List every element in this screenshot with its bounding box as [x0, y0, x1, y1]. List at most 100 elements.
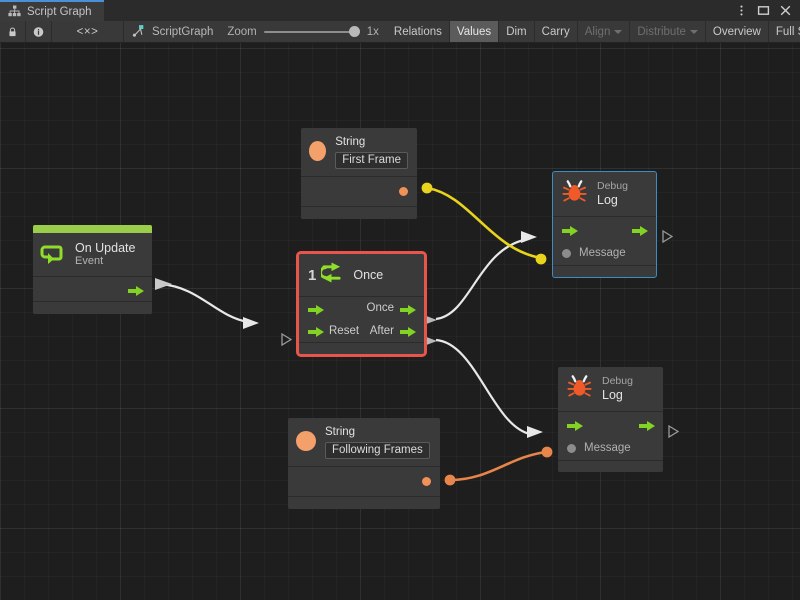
string-value-input[interactable]: Following Frames	[325, 441, 430, 459]
toolbar-button-overview-label: Overview	[712, 25, 761, 38]
port-row-flow[interactable]	[558, 412, 663, 436]
edge-source-dot	[444, 474, 456, 486]
toolbar-button-dim-label: Dim	[506, 25, 527, 38]
port-row-output-data[interactable]	[288, 467, 440, 496]
edge-target-arrow	[527, 426, 543, 438]
flow-output-arrow-icon[interactable]	[128, 284, 144, 296]
port-label-after: After	[369, 324, 394, 337]
once-cycle-icon	[319, 261, 342, 289]
port-row-message[interactable]: Message	[558, 436, 663, 460]
input-reset-group[interactable]: Reset	[308, 325, 359, 337]
edge-string-to-debuglog-top-message	[426, 186, 542, 260]
port-row-flow[interactable]	[553, 217, 656, 241]
breadcrumb[interactable]: ScriptGraph	[124, 21, 223, 42]
node-header: String First Frame	[301, 128, 417, 176]
connection-layer	[155, 182, 553, 486]
edge-string-to-debuglog-bottom-message	[449, 450, 548, 482]
edge-source-arrow	[155, 278, 172, 290]
node-title-group: String First Frame	[335, 136, 408, 169]
flow-input-arrow-icon[interactable]	[567, 419, 583, 431]
node-string-following-frames[interactable]: String Following Frames	[288, 418, 440, 509]
output-once-group[interactable]: Once	[367, 302, 416, 315]
unconnected-output-triangle-bottom[interactable]	[668, 425, 679, 438]
node-footer	[558, 460, 663, 472]
zoom-slider-knob[interactable]	[348, 26, 360, 37]
node-title: String	[335, 136, 366, 148]
edge-source-arrow	[421, 314, 437, 326]
toolbar-button-relations-label: Relations	[393, 25, 442, 38]
flow-input-arrow-icon[interactable]	[308, 325, 324, 337]
node-header: 1 Once	[299, 254, 424, 296]
toolbar-button-full-screen[interactable]: Full Screen	[769, 21, 800, 42]
node-debug-log-top[interactable]: Debug Log	[552, 171, 657, 278]
port-row-reset-after[interactable]: Reset After	[299, 319, 424, 342]
node-title: Log	[602, 387, 623, 402]
lock-icon	[9, 27, 16, 36]
edge-once-to-debuglog-top	[435, 238, 525, 321]
flow-output-arrow-icon[interactable]	[632, 224, 648, 236]
data-input-port-dot[interactable]	[567, 443, 576, 453]
node-body	[301, 175, 417, 206]
tab-script-graph[interactable]: Script Graph	[0, 0, 104, 21]
node-debug-log-bottom[interactable]: Debug Log	[558, 367, 663, 472]
port-label-reset: Reset	[329, 324, 360, 337]
toolbar-button-align[interactable]: Align	[578, 21, 631, 42]
node-footer	[299, 342, 424, 354]
zoom-slider[interactable]	[263, 26, 360, 38]
node-string-first-frame[interactable]: String First Frame	[301, 128, 417, 219]
data-output-port-dot[interactable]	[399, 186, 408, 196]
data-input-port-dot[interactable]	[562, 248, 571, 258]
close-icon[interactable]	[779, 4, 792, 17]
toolbar-button-full-screen-label: Full Screen	[775, 25, 800, 38]
code-view-button[interactable]: <×>	[52, 21, 124, 42]
debug-bug-icon	[561, 178, 588, 210]
string-value-input[interactable]: First Frame	[335, 151, 408, 169]
maximize-icon[interactable]	[757, 4, 770, 17]
code-brackets-icon: <×>	[76, 25, 99, 38]
lock-button[interactable]	[0, 21, 26, 42]
toolbar-button-distribute-label: Distribute	[637, 25, 686, 38]
node-title: Once	[353, 268, 384, 282]
toolbar-button-distribute[interactable]: Distribute	[630, 21, 706, 42]
toolbar-button-values[interactable]: Values	[449, 21, 500, 42]
unconnected-input-triangle-reset[interactable]	[281, 333, 292, 346]
node-once[interactable]: 1 Once	[296, 251, 427, 357]
node-body: Message	[558, 411, 663, 460]
toolbar-button-overview[interactable]: Overview	[706, 21, 769, 42]
graph-canvas[interactable]: On Update Event	[0, 43, 800, 600]
kebab-menu-icon[interactable]	[735, 4, 748, 17]
toolbar-button-relations[interactable]: Relations	[387, 21, 450, 42]
port-row-output-data[interactable]	[301, 177, 417, 206]
event-accent-bar	[33, 225, 152, 233]
toolbar-button-carry[interactable]: Carry	[535, 21, 578, 42]
flow-input-arrow-icon[interactable]	[562, 224, 578, 236]
flow-input-arrow-icon[interactable]	[308, 303, 324, 315]
chevron-down-icon	[614, 29, 623, 34]
node-body	[288, 465, 440, 496]
port-row-message[interactable]: Message	[553, 241, 656, 265]
window-controls	[735, 0, 796, 21]
graph-toolbar: <×> ScriptGraph Zoom 1x Relat	[0, 21, 800, 43]
flow-output-arrow-icon[interactable]	[639, 419, 655, 431]
port-row-output-flow[interactable]	[33, 277, 152, 301]
toolbar-button-dim[interactable]: Dim	[499, 21, 535, 42]
data-output-port-dot[interactable]	[422, 476, 431, 486]
flow-output-arrow-icon[interactable]	[400, 303, 416, 315]
node-header: On Update Event	[33, 233, 152, 276]
debug-bug-icon	[566, 373, 593, 405]
node-supertitle: Debug	[602, 375, 633, 388]
node-on-update[interactable]: On Update Event	[33, 225, 152, 314]
zoom-control[interactable]: Zoom 1x	[223, 21, 387, 42]
node-footer	[553, 265, 656, 277]
toolbar-button-values-label: Values	[456, 25, 492, 38]
unconnected-output-triangle-top[interactable]	[662, 230, 673, 243]
string-circle-icon	[309, 141, 327, 161]
output-after-group[interactable]: After	[369, 324, 416, 337]
node-title: String	[325, 426, 356, 438]
edge-source-arrow	[421, 335, 437, 347]
tab-label: Script Graph	[27, 5, 92, 18]
port-row-once[interactable]: Once	[299, 297, 424, 319]
edge-once-to-debuglog-bottom	[435, 338, 531, 436]
flow-output-arrow-icon[interactable]	[400, 325, 416, 337]
info-button[interactable]	[26, 21, 52, 42]
